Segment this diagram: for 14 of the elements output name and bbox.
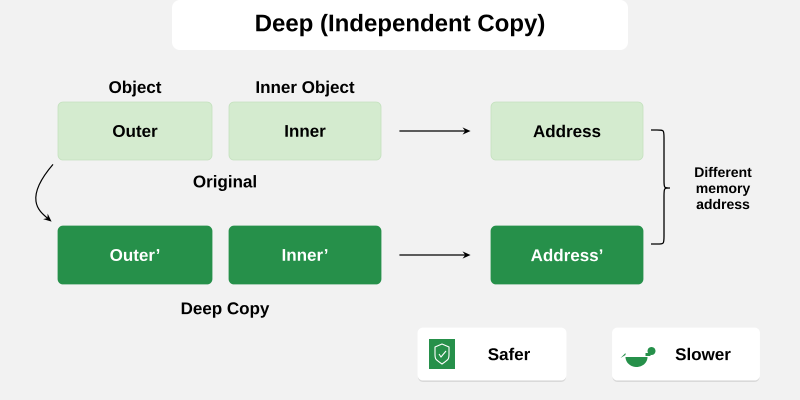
- object-box: Outer: [58, 102, 212, 160]
- object-heading: Inner Object: [256, 80, 354, 96]
- copy-box: Inner’: [228, 226, 382, 284]
- brace-label: Different memory address: [695, 166, 752, 210]
- copy-box: Outer’: [58, 226, 212, 284]
- object-box: Inner: [228, 102, 382, 160]
- title-banner: Deep (Independent Copy): [172, 0, 628, 50]
- feature-card: Safer: [418, 328, 566, 382]
- feature-card: Slower: [612, 328, 760, 382]
- object-box: Address: [490, 102, 644, 160]
- row-label: Original: [194, 175, 256, 191]
- row-label: Deep Copy: [182, 302, 270, 318]
- copy-box: Address’: [490, 226, 644, 284]
- object-heading: Object: [109, 80, 162, 96]
